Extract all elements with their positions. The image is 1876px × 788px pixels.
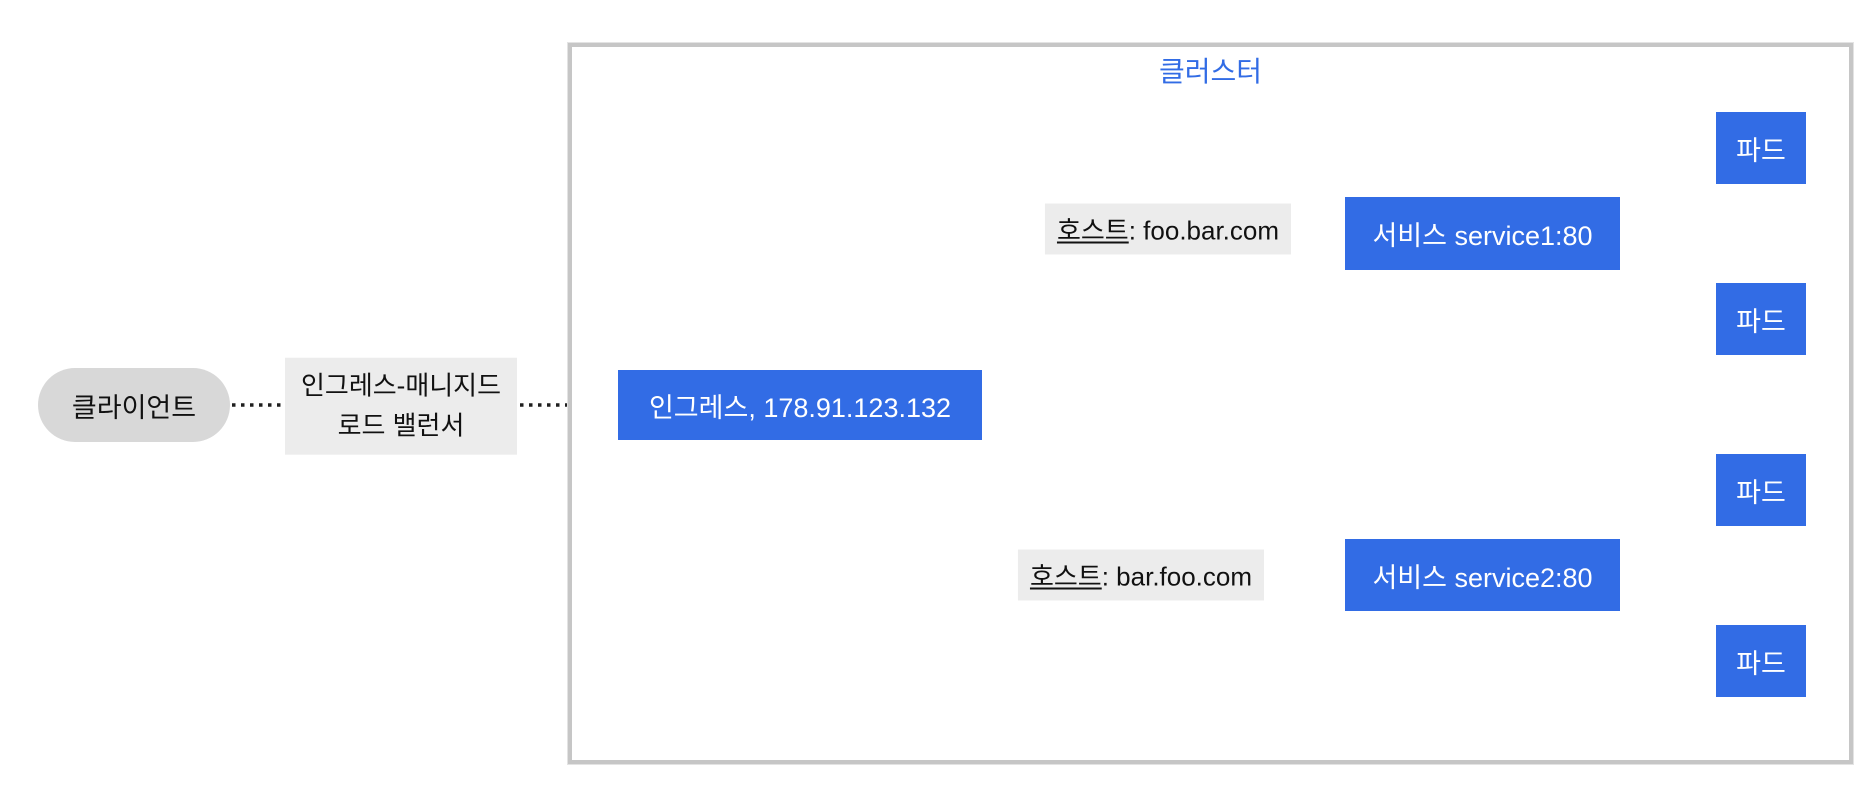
pod-node: 파드 <box>1716 283 1806 355</box>
pod-label: 파드 <box>1736 306 1786 337</box>
host-word: 호스트 <box>1056 215 1129 246</box>
service2-node: 서비스 service2:80 <box>1345 539 1620 611</box>
service1-node: 서비스 service1:80 <box>1345 197 1620 270</box>
pod-label: 파드 <box>1736 648 1786 679</box>
host-value: : bar.foo.com <box>1101 561 1253 592</box>
pod-node: 파드 <box>1716 625 1806 697</box>
host-value: : foo.bar.com <box>1128 215 1280 246</box>
pod-label: 파드 <box>1736 477 1786 508</box>
load-balancer-label-line2: 로드 밸런서 <box>337 411 465 441</box>
host-label-foo-bar-com: 호스트: foo.bar.com <box>1044 203 1292 255</box>
load-balancer-label-line1: 인그레스-매니지드 <box>300 370 502 401</box>
cluster-label: 클러스터 <box>1158 56 1263 87</box>
client-node: 클라이언트 <box>38 368 230 442</box>
load-balancer-label: 인그레스-매니지드 로드 밸런서 <box>284 357 518 455</box>
host-label-bar-foo-com: 호스트: bar.foo.com <box>1017 549 1265 601</box>
service2-label: 서비스 service2:80 <box>1372 562 1593 593</box>
pod-label: 파드 <box>1736 135 1786 166</box>
pod-node: 파드 <box>1716 454 1806 526</box>
client-label: 클라이언트 <box>71 392 197 423</box>
ingress-node: 인그레스, 178.91.123.132 <box>618 370 982 440</box>
pod-node: 파드 <box>1716 112 1806 184</box>
service1-label: 서비스 service1:80 <box>1372 221 1593 251</box>
host-word: 호스트 <box>1029 561 1102 592</box>
ingress-label: 인그레스, 178.91.123.132 <box>648 392 952 423</box>
